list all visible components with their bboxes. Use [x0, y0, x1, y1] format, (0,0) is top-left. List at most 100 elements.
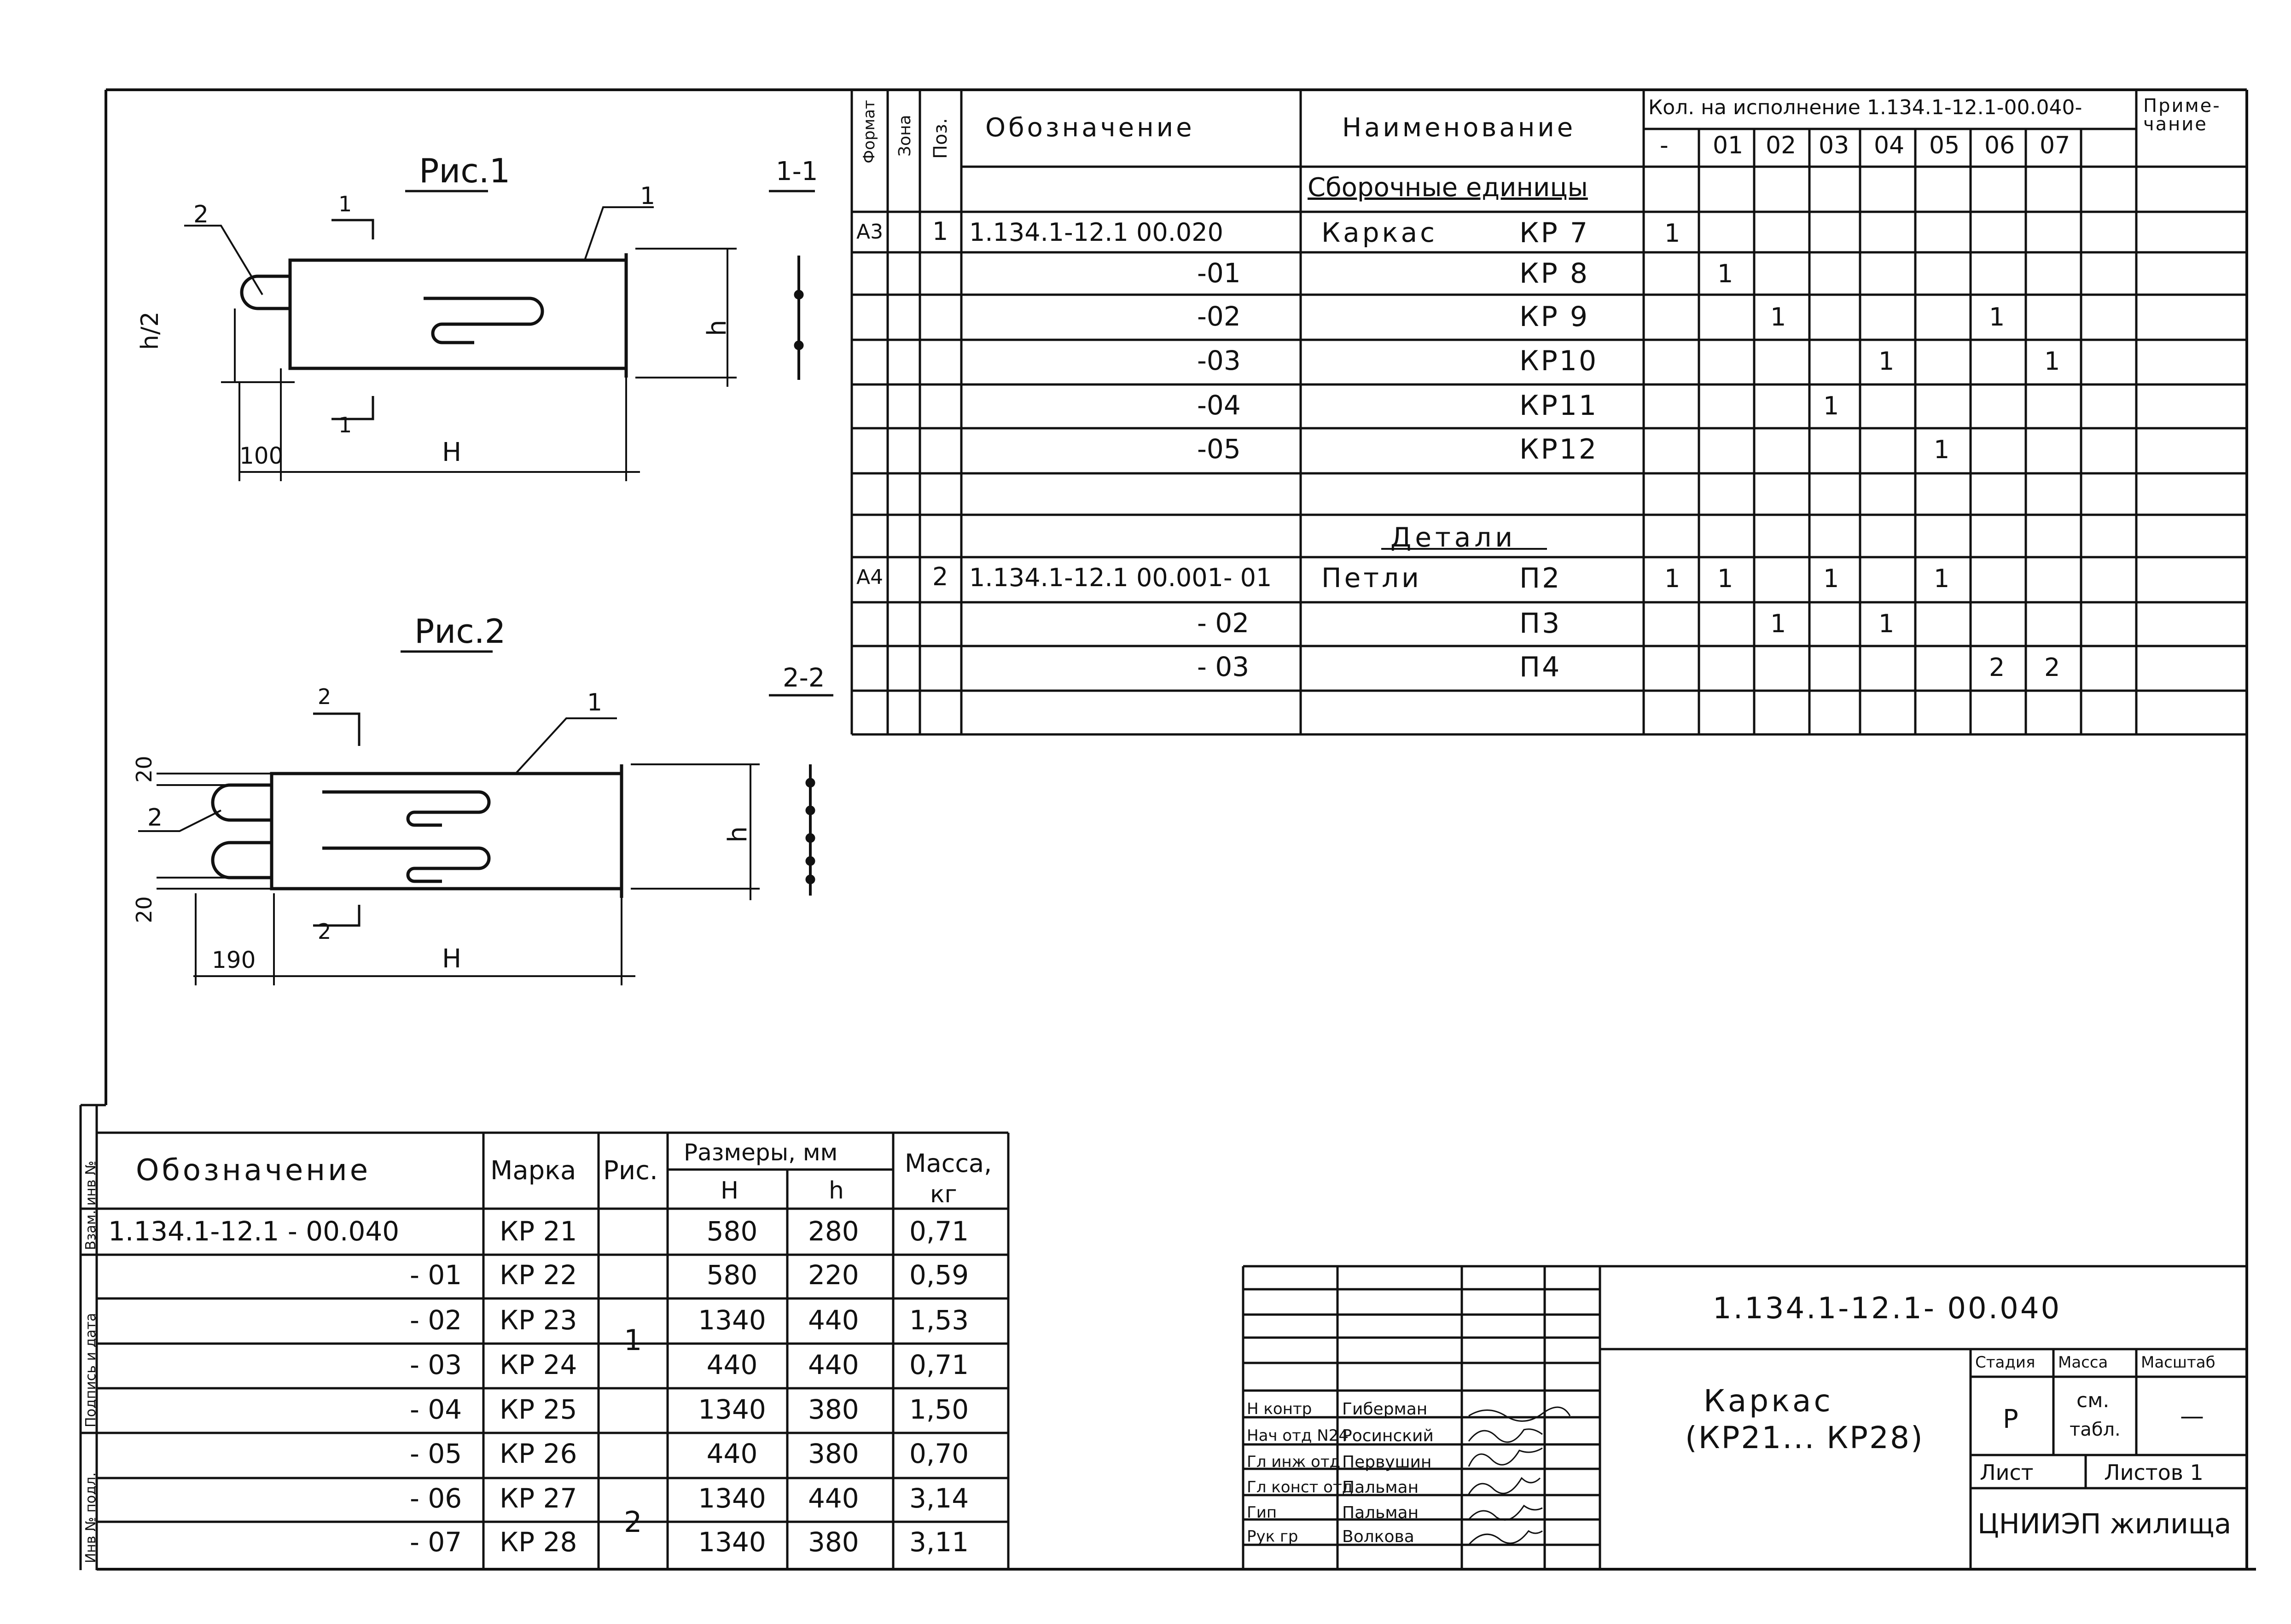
spec-row-designation: -02 [1197, 301, 1241, 332]
spec-row-designation: -04 [1197, 390, 1241, 421]
figure-1-title: Рис.1 [419, 151, 511, 190]
spec-row-mark: КР10 [1519, 345, 1599, 377]
size-row-h: 380 [808, 1526, 859, 1558]
fig2-h-label: h [723, 826, 753, 843]
spec-row-qty: 1 [1878, 347, 1895, 376]
scale-label: Масштаб [2141, 1353, 2215, 1372]
size-row-designation: - 02 [410, 1304, 462, 1336]
size-row-h: 380 [808, 1438, 859, 1469]
side-stamp-signature: Подпись и дата [83, 1313, 99, 1428]
mass-value-2: табл. [2070, 1419, 2121, 1440]
side-stamp-replace: Взам. инв № [83, 1160, 99, 1250]
stage-value: Р [2003, 1404, 2018, 1434]
fig1-dim-100: 100 [239, 442, 284, 469]
size-row-designation: - 03 [410, 1349, 462, 1380]
document-code: 1.134.1-12.1- 00.040 [1713, 1292, 2062, 1326]
size-row-H: 440 [706, 1349, 758, 1380]
signatory-role: Нач отд N24 [1247, 1426, 1349, 1445]
spec-row-mark: КР 8 [1519, 257, 1590, 290]
size-row-mass: 3,14 [909, 1483, 969, 1514]
size-row-h: 440 [808, 1483, 859, 1514]
organization-name: ЦНИИЭП жилища [1977, 1508, 2232, 1540]
spec-header-qty: Кол. на исполнение 1.134.1-12.1-00.040- [1648, 96, 2082, 119]
spec-row-qty: 1 [1823, 564, 1839, 593]
spec-header-note: Приме-чание [2143, 95, 2221, 135]
signatory-role: Гл инж отд [1247, 1453, 1341, 1471]
figure-2-title: Рис.2 [414, 612, 506, 651]
figure-1-drawing [184, 190, 815, 481]
spec-row-mark: КР 9 [1519, 301, 1590, 333]
fig2-cut-top: 2 [318, 684, 331, 709]
title-block-grid [1242, 1265, 2247, 1570]
spec-variant-header: 07 [2040, 132, 2070, 159]
fig2-dim-190: 190 [212, 947, 256, 973]
size-fig-group-1: 1 [624, 1323, 642, 1357]
size-row-designation: - 05 [410, 1438, 462, 1469]
signatory-role: Рук гр [1247, 1527, 1298, 1546]
size-row-designation: - 04 [410, 1394, 462, 1425]
section-2-2-label: 2-2 [783, 663, 825, 693]
size-row-mass: 0,59 [909, 1259, 969, 1291]
spec-variant-header: 05 [1929, 132, 1960, 159]
size-row-h: 440 [808, 1304, 859, 1336]
size-row-mark: КР 24 [500, 1349, 577, 1380]
size-row-mass: 1,53 [909, 1304, 969, 1336]
size-row-mass: 0,70 [909, 1438, 969, 1469]
spec-row-name: Каркас [1321, 217, 1437, 248]
size-row-designation: - 01 [410, 1259, 462, 1291]
size-row-designation: - 06 [410, 1483, 462, 1514]
spec-variant-header: - [1660, 132, 1669, 159]
spec-row-qty: 1 [1823, 391, 1839, 420]
spec-header-name: Наименование [1342, 113, 1576, 143]
size-row-h: 440 [808, 1349, 859, 1380]
size-row-H: 1340 [698, 1394, 766, 1425]
fig1-h-label: h [702, 320, 732, 337]
size-header-mass: Масса, [905, 1149, 992, 1178]
fig2-dim-20-bottom: 20 [132, 896, 157, 923]
fig2-H-label: H [442, 944, 462, 974]
spec-row-mark: КР11 [1519, 390, 1599, 422]
size-row-H: 580 [706, 1259, 758, 1291]
size-row-mark: КР 23 [500, 1304, 577, 1336]
spec-row-mark: П3 [1519, 607, 1562, 640]
size-row-mark: КР 21 [500, 1216, 577, 1247]
spec-row-format: А3 [856, 220, 884, 244]
sheets-label: Листов 1 [2104, 1460, 2204, 1485]
size-header-mass-unit: кг [930, 1181, 957, 1208]
spec-variant-header: 02 [1766, 132, 1797, 159]
spec-row-qty: 2 [2044, 653, 2060, 682]
signatory-role: Гип [1247, 1503, 1277, 1522]
size-row-H: 440 [706, 1438, 758, 1469]
spec-row-qty: 1 [1664, 219, 1680, 248]
signatory-name: Росинский [1342, 1426, 1434, 1445]
size-row-H: 1340 [698, 1483, 766, 1514]
spec-variant-header: 01 [1713, 132, 1744, 159]
spec-row-qty: 1 [1664, 564, 1680, 593]
signatures [1468, 1406, 1571, 1545]
signatory-name: Пальман [1342, 1478, 1419, 1497]
section-1-1-label: 1-1 [776, 157, 818, 186]
size-header-fig: Рис. [603, 1156, 658, 1186]
size-header-mark: Марка [490, 1156, 576, 1186]
spec-row-qty: 1 [1770, 303, 1786, 332]
size-row-mass: 3,11 [909, 1526, 969, 1558]
size-row-H: 1340 [698, 1304, 766, 1336]
fig1-H-label: H [442, 437, 462, 467]
spec-row-designation: -01 [1197, 257, 1241, 289]
spec-variant-header: 04 [1874, 132, 1905, 159]
size-row-designation: 1.134.1-12.1 - 00.040 [108, 1216, 400, 1247]
spec-header-zone: Зона [895, 115, 914, 157]
size-header-h: h [829, 1177, 844, 1205]
mass-label: Масса [2058, 1353, 2108, 1372]
spec-row-qty: 1 [2044, 347, 2060, 376]
size-header-designation: Обозначение [136, 1153, 371, 1187]
size-table-grid [79, 1104, 1010, 1570]
fig2-pos-2: 2 [147, 804, 163, 832]
spec-row-designation: -03 [1197, 345, 1241, 376]
spec-variant-header: 06 [1984, 132, 2015, 159]
size-header-sizes: Размеры, мм [684, 1139, 838, 1166]
spec-row-mark: П2 [1519, 562, 1562, 594]
spec-table-grid [850, 90, 2247, 736]
fig2-cut-bottom: 2 [318, 919, 331, 944]
